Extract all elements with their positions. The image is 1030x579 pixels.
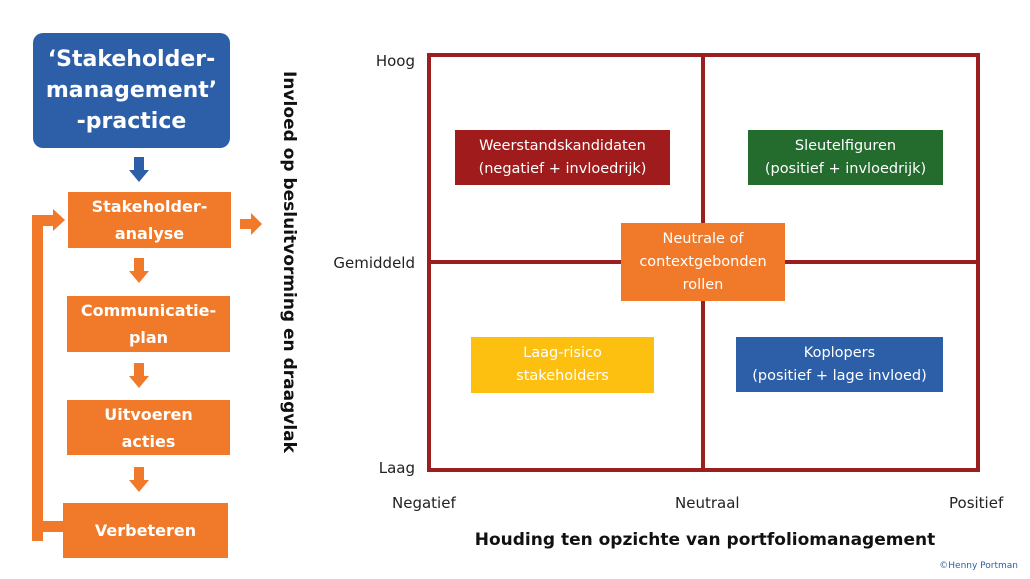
step-line: Uitvoeren [104,404,193,424]
step-verbeteren: Verbeteren [63,503,228,558]
arrow-right-icon [240,213,262,235]
practice-box: ‘Stakeholder- management’ -practice [33,33,230,148]
quadrant-laag-risico: Laag-risico stakeholders [471,337,654,393]
x-tick-neutraal: Neutraal [675,494,740,512]
y-tick-laag: Laag [378,459,415,477]
quadrant-line: stakeholders [516,368,609,384]
step-line: Verbeteren [94,521,197,540]
loop-arrowhead-icon [53,209,65,231]
practice-line: ‘Stakeholder- [47,47,216,72]
quadrant-line: rollen [682,276,724,293]
arrow-down-icon [129,258,149,284]
step-line: acties [121,431,176,451]
practice-line: -practice [76,109,187,134]
arrow-down-icon [129,467,149,493]
quadrant-line: Koplopers [803,344,876,361]
step-uitvoeren-acties: Uitvoeren acties [67,400,230,455]
quadrant-neutrale-rollen: Neutrale of contextgebonden rollen [621,223,785,301]
y-tick-gemiddeld: Gemiddeld [333,254,415,272]
quadrant-line: (positief + invloedrijk) [764,160,927,177]
x-axis-title: Houding ten opzichte van portfoliomanage… [474,530,936,550]
step-line: plan [128,328,169,347]
quadrant-weerstandskandidaten: Weerstandskandidaten (negatief + invloed… [455,130,670,185]
step-communicatieplan: Communicatie- plan [67,296,230,352]
quadrant-koplopers: Koplopers (positief + lage invloed) [736,337,943,392]
quadrant-line: Sleutelfiguren [794,137,897,154]
quadrant-line: Weerstandskandidaten [479,137,646,154]
arrow-down-icon [129,363,149,389]
quadrant-line: Neutrale of [662,230,744,247]
x-tick-positief: Positief [949,494,1004,512]
copyright-notice: ©Henny Portman [939,561,1018,571]
step-line: analyse [114,224,185,243]
feedback-loop-line [32,215,54,226]
quadrant-line: (positief + lage invloed) [752,367,927,384]
practice-line: management’ [45,78,218,103]
quadrant-line: contextgebonden [639,253,767,270]
quadrant-line: Laag-risico [523,345,602,361]
step-line: Communicatie- [80,301,217,320]
arrow-down-icon [129,157,149,183]
step-line: Stakeholder- [91,197,208,216]
feedback-loop-line [32,521,65,532]
y-tick-hoog: Hoog [375,52,415,70]
quadrant-sleutelfiguren: Sleutelfiguren (positief + invloedrijk) [748,130,943,185]
step-stakeholder-analyse: Stakeholder- analyse [68,192,231,248]
x-tick-negatief: Negatief [392,494,456,512]
quadrant-line: (negatief + invloedrijk) [478,160,647,177]
feedback-loop-line [32,215,43,541]
